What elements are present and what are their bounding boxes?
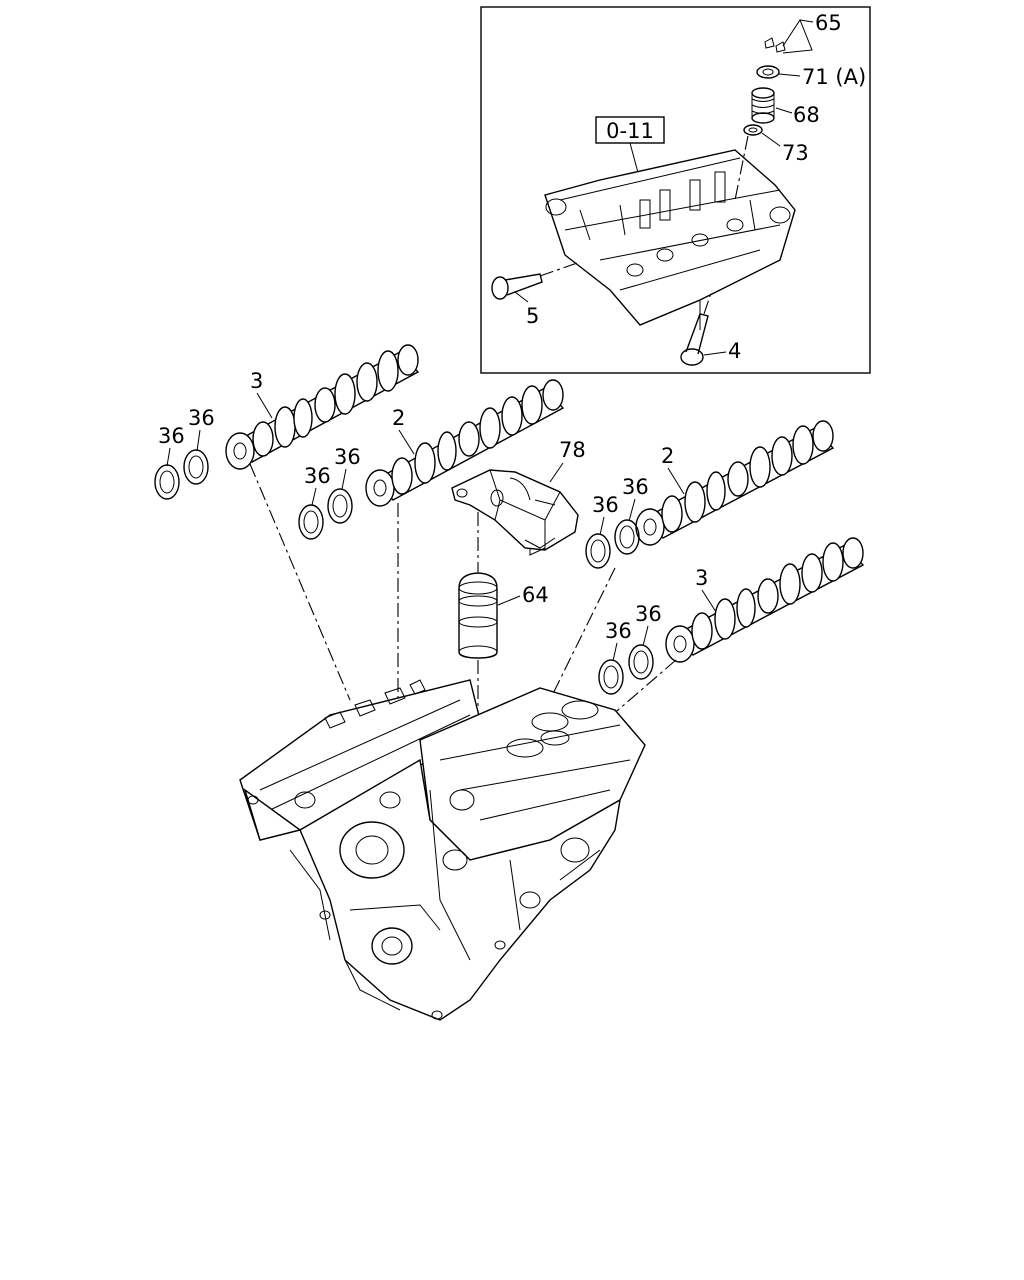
label-36-f: 36 <box>622 475 649 499</box>
camshaft-2-left <box>365 379 565 507</box>
seal-36-a <box>154 464 180 500</box>
label-36-g: 36 <box>605 619 632 643</box>
rocker-bracket-78 <box>451 469 579 556</box>
seal-36-g <box>598 659 624 695</box>
camshaft-2-right <box>635 420 835 546</box>
label-36-b: 36 <box>188 406 215 430</box>
spring-seat-73 <box>743 124 781 147</box>
inset-panel: 0-11 65 <box>480 6 871 374</box>
label-2-right: 2 <box>661 444 674 468</box>
valve-seal-71 <box>756 65 801 79</box>
label-36-h: 36 <box>635 602 662 626</box>
label-64: 64 <box>522 583 549 607</box>
seal-36-f <box>614 519 640 555</box>
intake-valve-5 <box>491 261 581 303</box>
label-71: 71 (A) <box>802 65 866 89</box>
label-3-lower: 3 <box>695 566 708 590</box>
seal-36-c <box>298 504 324 540</box>
exhaust-valve-4 <box>680 289 727 366</box>
leader-cam2-right <box>539 567 616 721</box>
inset-frame <box>480 6 871 374</box>
label-4: 4 <box>728 339 741 363</box>
label-2-left: 2 <box>392 406 405 430</box>
label-0-11: 0-11 <box>606 119 654 143</box>
label-36-d: 36 <box>334 445 361 469</box>
seal-36-e <box>585 533 611 569</box>
engine-block <box>239 679 646 1021</box>
lifter-64 <box>458 572 498 659</box>
label-78: 78 <box>559 438 586 462</box>
seal-36-b <box>183 449 209 485</box>
label-65: 65 <box>815 11 842 35</box>
seal-36-h <box>628 644 654 680</box>
valve-keepers <box>764 18 814 54</box>
camshaft-3-lower <box>665 537 865 663</box>
label-36-a: 36 <box>158 424 185 448</box>
label-36-e: 36 <box>592 493 619 517</box>
leader-cam3-upper <box>249 463 351 701</box>
valve-spring-68 <box>751 87 793 124</box>
label-68: 68 <box>793 103 820 127</box>
label-3-upper: 3 <box>250 369 263 393</box>
cylinder-head-inset <box>544 149 796 330</box>
label-73: 73 <box>782 141 809 165</box>
label-5: 5 <box>526 304 539 328</box>
camshaft-3-upper <box>225 344 420 470</box>
seal-36-d <box>327 488 353 524</box>
label-36-c: 36 <box>304 464 331 488</box>
